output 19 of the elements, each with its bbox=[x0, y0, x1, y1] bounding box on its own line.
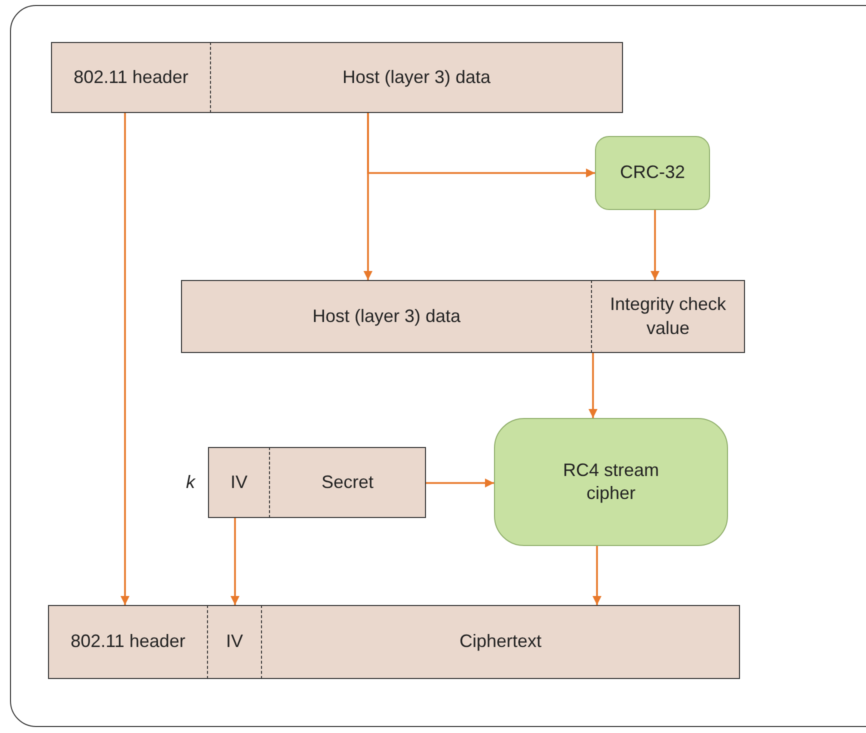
frame-field: Host (layer 3) data bbox=[210, 42, 623, 113]
arrow bbox=[592, 546, 602, 605]
arrow bbox=[588, 353, 598, 418]
process-box: RC4 stream cipher bbox=[494, 418, 728, 546]
arrow bbox=[230, 518, 240, 605]
frame-field: 802.11 header bbox=[48, 605, 207, 679]
frame-field: IV bbox=[208, 447, 269, 518]
frame-field: Secret bbox=[269, 447, 426, 518]
frame-field: Host (layer 3) data bbox=[181, 280, 591, 353]
arrow bbox=[650, 210, 660, 280]
frame-field: Ciphertext bbox=[261, 605, 740, 679]
frame-field: IV bbox=[207, 605, 261, 679]
arrow bbox=[364, 113, 372, 280]
frame-field: Integrity check value bbox=[591, 280, 745, 353]
frame-field: 802.11 header bbox=[51, 42, 210, 113]
arrow bbox=[120, 113, 130, 605]
key-label: k bbox=[186, 472, 195, 493]
arrow bbox=[426, 478, 494, 488]
process-box: CRC-32 bbox=[595, 136, 710, 210]
